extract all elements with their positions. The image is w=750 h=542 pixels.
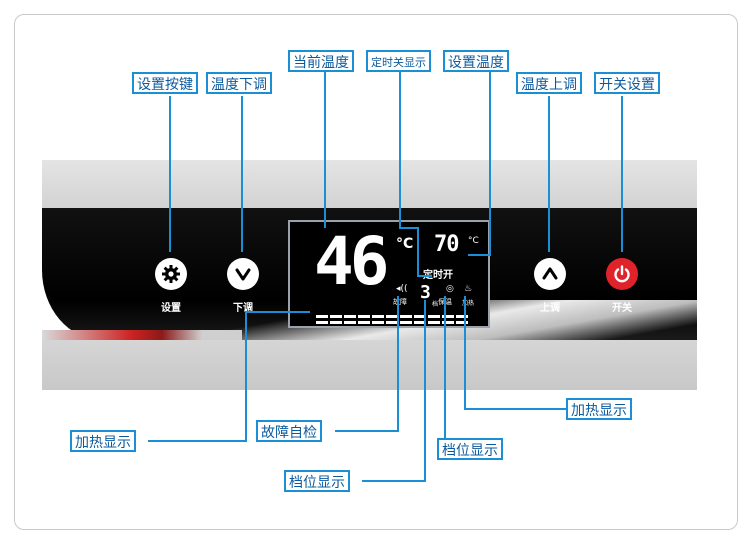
lcd-display: 46 °C 70 °C 定时开 ◂(( 故障 3 档 ◎ 保温 ♨ 加热 (288, 220, 490, 328)
set-temp-unit: °C (468, 236, 479, 246)
callout-settings-key: 设置按键 (132, 72, 198, 94)
settings-button[interactable] (155, 258, 187, 290)
callout-heating-display-left: 加热显示 (70, 430, 136, 452)
heating-indicator: 加热 (462, 300, 475, 307)
callout-level-display-bottom: 档位显示 (284, 470, 350, 492)
heater-shell-top (42, 160, 697, 210)
callout-heating-display-right: 加热显示 (566, 398, 632, 420)
power-button-label: 开关 (612, 303, 632, 314)
callout-level-display-right: 档位显示 (437, 438, 503, 460)
callout-current-temp: 当前温度 (288, 50, 354, 72)
temp-down-button-label: 下调 (233, 303, 253, 314)
chevron-down-icon (235, 268, 251, 281)
callout-temp-up: 温度上调 (516, 72, 582, 94)
chevron-up-icon (542, 267, 558, 280)
heater-shell-bottom (42, 330, 697, 390)
gear-icon (162, 265, 180, 283)
callout-temp-down: 温度下调 (206, 72, 272, 94)
level-value: 3 (420, 282, 431, 303)
keep-warm-icon: ◎ (446, 284, 454, 294)
power-button[interactable] (606, 258, 638, 290)
heating-icon: ♨ (464, 284, 473, 294)
level-indicator: 档 (432, 301, 439, 308)
current-temp-unit: °C (396, 236, 414, 252)
timer-indicator: 定时开 (423, 270, 453, 281)
settings-button-label: 设置 (161, 303, 181, 314)
current-temp-readout: 46 (314, 223, 390, 300)
fault-indicator: 故障 (393, 298, 407, 306)
temp-up-button-label: 上调 (540, 303, 560, 314)
power-icon (614, 265, 630, 283)
level-bar (316, 310, 476, 324)
red-accent-strip (42, 330, 242, 340)
callout-fault-self-check: 故障自检 (256, 420, 322, 442)
callout-power-setting: 开关设置 (594, 72, 660, 94)
temp-down-button[interactable] (227, 258, 259, 290)
set-temp-readout: 70 (434, 232, 459, 257)
speaker-icon: ◂(( (396, 284, 408, 294)
temp-up-button[interactable] (534, 258, 566, 290)
callout-timer-off-display: 定时关显示 (366, 50, 431, 72)
callout-set-temp: 设置温度 (443, 50, 509, 72)
